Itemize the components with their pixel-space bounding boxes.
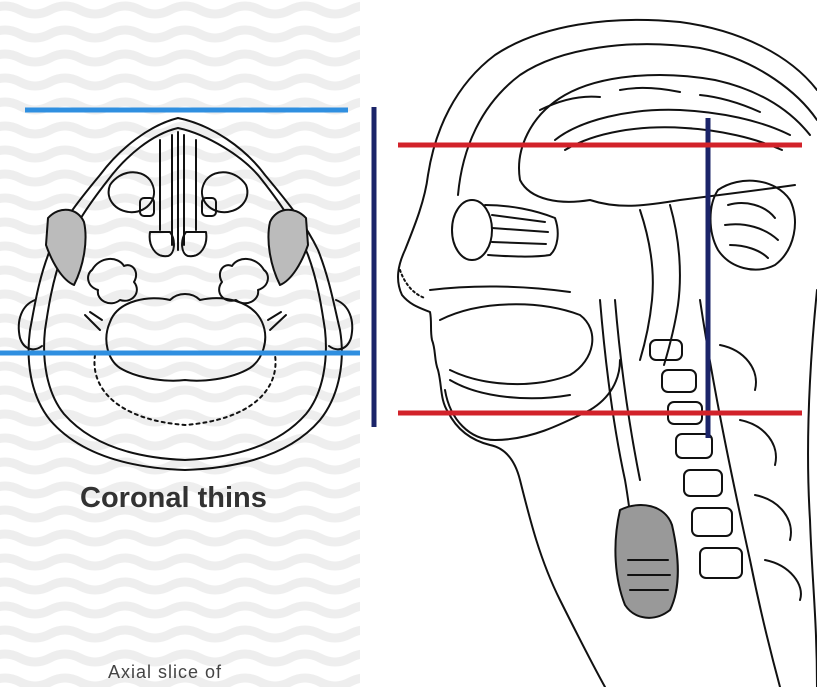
axial-head-section-icon [19, 118, 352, 470]
footer-text: Axial slice of [108, 662, 222, 687]
caption-coronal-thins: Coronal thins [80, 482, 267, 515]
sagittal-head-neck-icon [398, 20, 817, 687]
